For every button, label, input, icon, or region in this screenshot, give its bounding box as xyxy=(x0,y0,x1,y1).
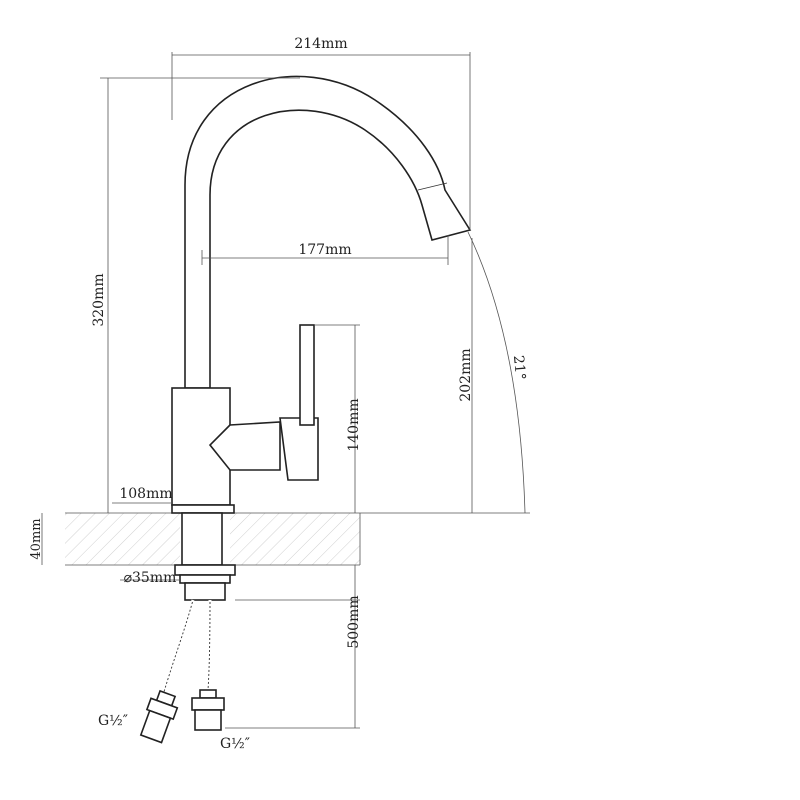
dim-label-counter-thickness: 40mm xyxy=(29,518,44,559)
dim-handle-height: 140mm xyxy=(314,324,362,513)
dim-total-width: 214mm xyxy=(171,36,471,230)
dim-label-total-height: 320mm xyxy=(91,273,107,326)
hose-connector-right xyxy=(191,689,225,731)
mounting-shank xyxy=(181,512,223,566)
spout-aerator-joint xyxy=(417,182,448,191)
dim-hose-length: 500mm xyxy=(225,565,362,729)
dim-label-spout-reach: 177mm xyxy=(298,242,351,258)
mounting-nut xyxy=(179,574,231,584)
handle-lever xyxy=(299,324,315,426)
hose-connector-left xyxy=(139,689,179,744)
dim-label-hole-diameter: ⌀35mm xyxy=(124,570,177,586)
mounting-washer xyxy=(174,564,236,576)
countertop-section xyxy=(65,512,530,566)
dim-label-swivel-angle: 21° xyxy=(510,355,528,381)
dim-label-handle-height: 140mm xyxy=(346,398,362,451)
dim-label-spout-height: 202mm xyxy=(458,348,474,401)
dim-spout-height: 202mm xyxy=(458,238,474,513)
supply-hoses xyxy=(139,599,225,744)
base-plate xyxy=(171,504,235,514)
dim-hole-diameter: ⌀35mm xyxy=(120,570,180,586)
handle-block xyxy=(279,417,319,481)
dim-label-total-width: 214mm xyxy=(294,36,347,52)
connector-right-label: G½″ xyxy=(220,736,250,752)
dim-swivel-angle: 21° xyxy=(467,231,528,514)
dim-label-body-width: 108mm xyxy=(119,486,172,502)
dim-label-hose-length: 500mm xyxy=(346,595,362,648)
mounting-nut-lower xyxy=(184,582,226,601)
faucet-outline xyxy=(171,75,472,601)
dim-counter-thickness: 40mm xyxy=(29,513,44,565)
spout-pipe xyxy=(184,75,472,389)
dim-body-width: 108mm xyxy=(112,486,173,504)
dim-total-height: 320mm xyxy=(91,77,300,513)
connector-left-label: G½″ xyxy=(98,713,128,729)
dim-spout-reach: 177mm xyxy=(201,235,449,265)
handle-hub xyxy=(208,421,281,471)
